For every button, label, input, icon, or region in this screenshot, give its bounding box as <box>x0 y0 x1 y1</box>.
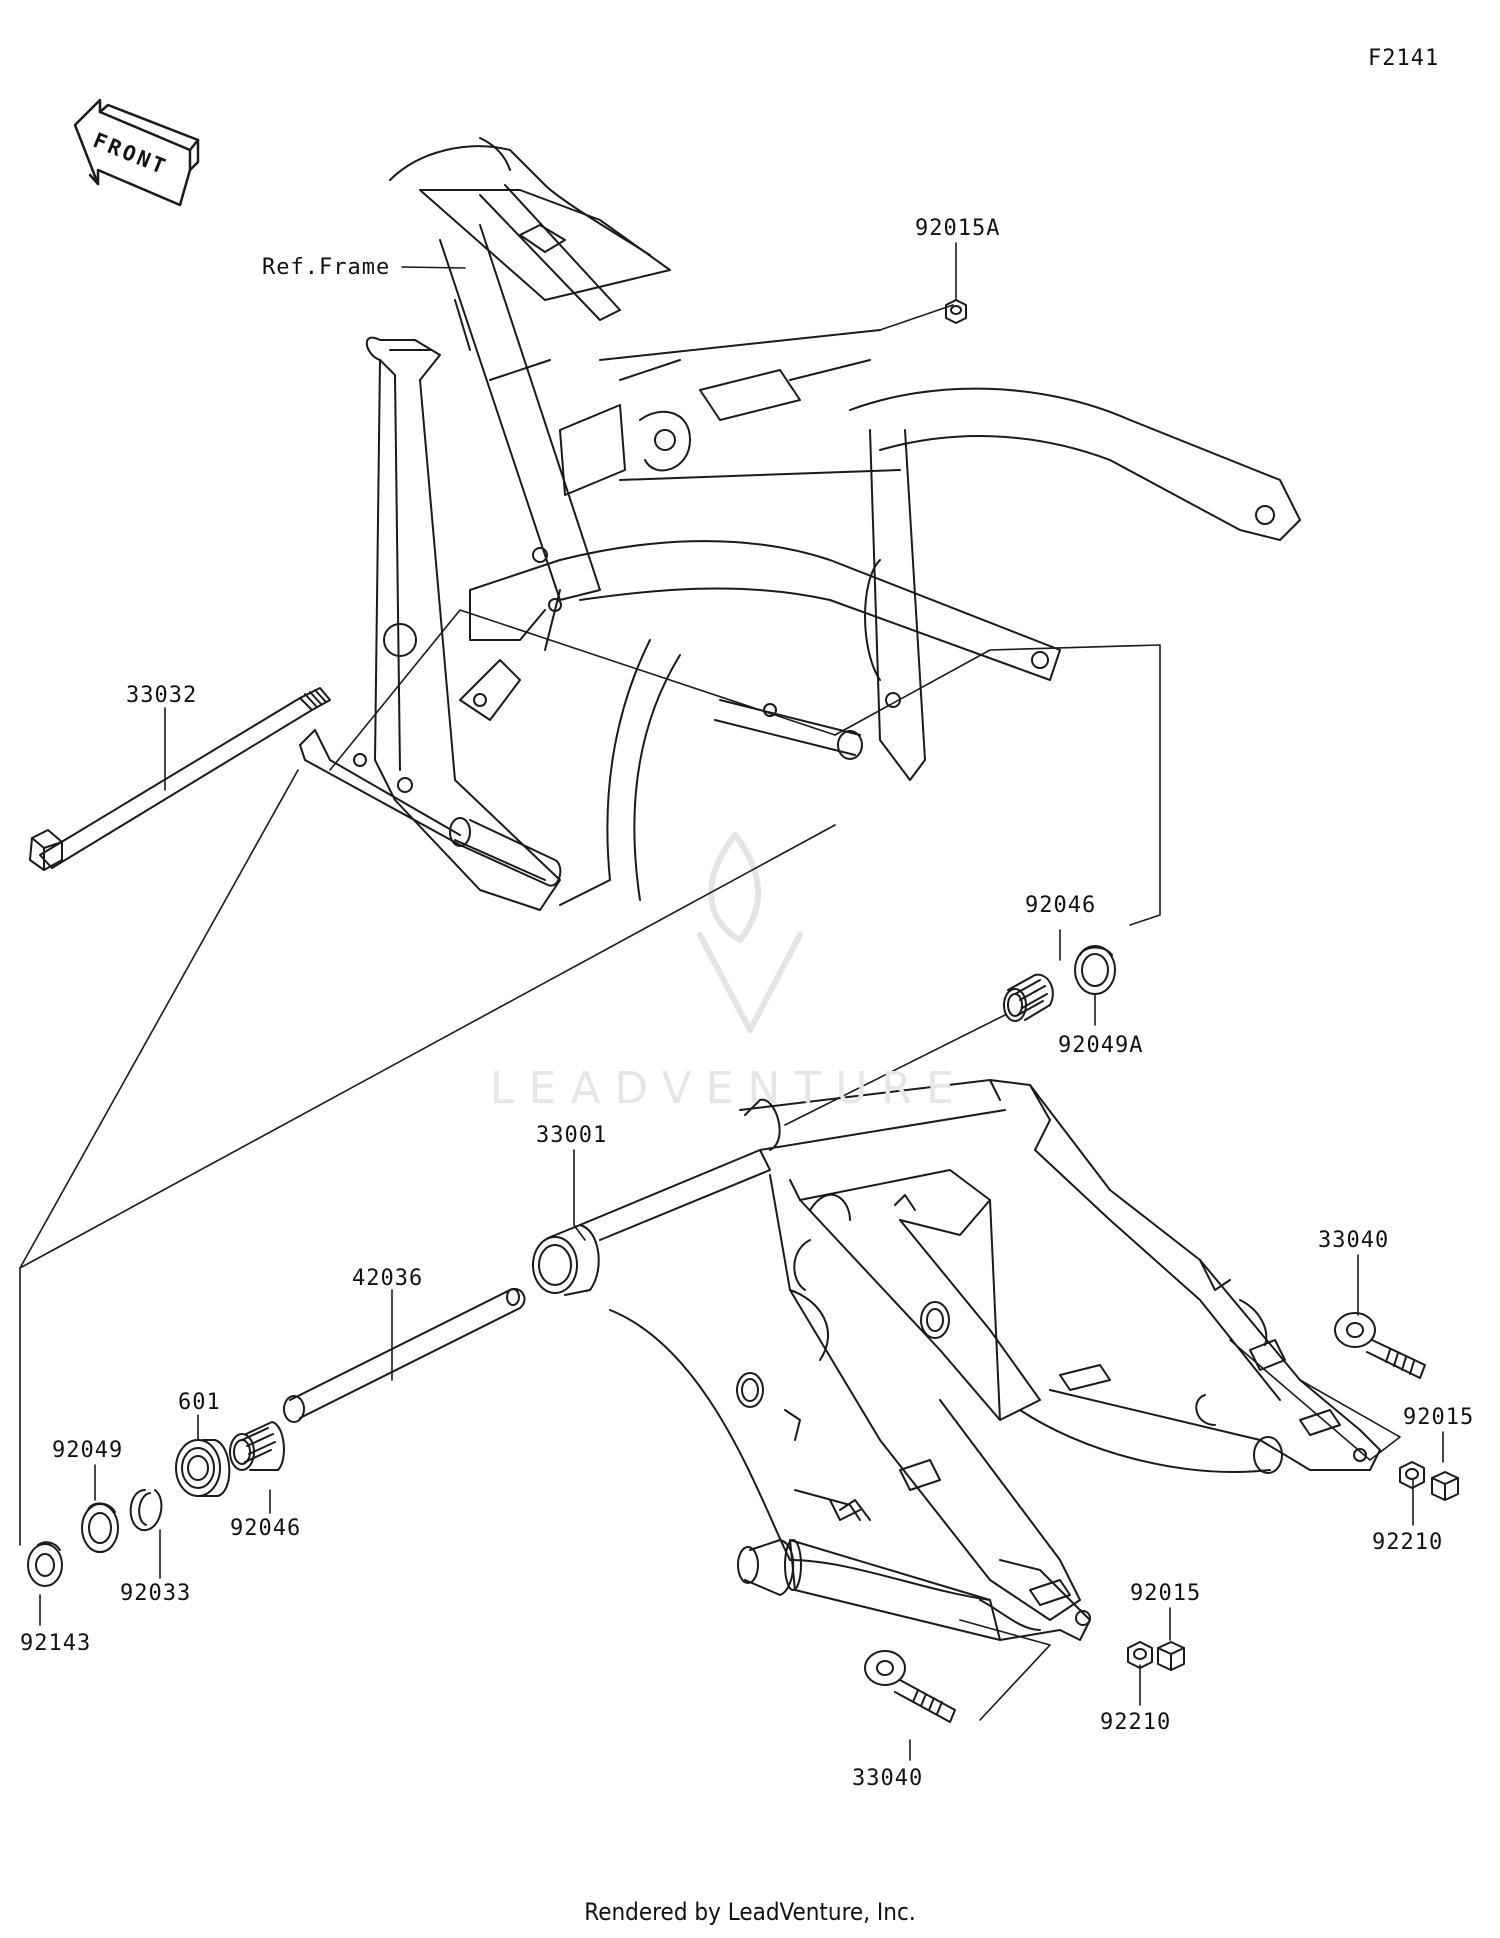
label-92210-bottom: 92210 <box>1100 1710 1172 1735</box>
chain-adjuster-33040-right <box>1334 1312 1426 1379</box>
front-arrow-icon <box>73 98 200 207</box>
ball-bearing-601 <box>175 1439 231 1497</box>
nut-92015A <box>945 299 967 324</box>
label-92015A: 92015A <box>915 216 1001 241</box>
nut-92015-bottom <box>1157 1641 1185 1671</box>
nut-92210-bottom <box>1127 1641 1153 1669</box>
label-33001: 33001 <box>536 1123 608 1148</box>
washer-92143 <box>27 1541 63 1587</box>
seal-92049 <box>81 1502 119 1553</box>
label-92046-top: 92046 <box>1025 893 1097 918</box>
watermark-logo <box>697 832 803 1033</box>
label-92049: 92049 <box>52 1438 124 1463</box>
label-42036: 42036 <box>352 1266 424 1291</box>
needle-bearing-92046-bottom <box>229 1421 285 1471</box>
label-92015-bottom: 92015 <box>1130 1581 1202 1606</box>
nut-92210-right <box>1399 1461 1425 1489</box>
label-92143: 92143 <box>20 1631 92 1656</box>
nut-92015-right <box>1431 1471 1459 1501</box>
label-33040-bottom: 33040 <box>852 1766 924 1791</box>
chain-adjuster-33040-bottom <box>864 1650 956 1723</box>
footer-credit: Rendered by LeadVenture, Inc. <box>584 1898 916 1926</box>
label-33040-right: 33040 <box>1318 1228 1390 1253</box>
leader-lines <box>19 242 1444 1761</box>
label-33032: 33032 <box>126 683 198 708</box>
label-92049A: 92049A <box>1058 1033 1144 1058</box>
label-92046-bottom: 92046 <box>230 1516 302 1541</box>
label-92033: 92033 <box>120 1581 192 1606</box>
swingarm-33001 <box>532 1079 1381 1641</box>
label-ref-frame: Ref.Frame <box>262 255 391 280</box>
needle-bearing-92046-top <box>1003 973 1054 1022</box>
label-601: 601 <box>178 1390 221 1415</box>
seal-92049A <box>1074 945 1116 995</box>
pivot-shaft-33032 <box>29 687 331 871</box>
label-92210-right: 92210 <box>1372 1530 1444 1555</box>
label-92015-right: 92015 <box>1403 1405 1475 1430</box>
sleeve-42036 <box>283 1288 526 1423</box>
frame-drawing <box>299 137 1301 911</box>
watermark-text: LEADVENTURE <box>490 1063 968 1114</box>
circlip-92033 <box>129 1489 163 1532</box>
diagram-id: F2141 <box>1368 46 1440 71</box>
